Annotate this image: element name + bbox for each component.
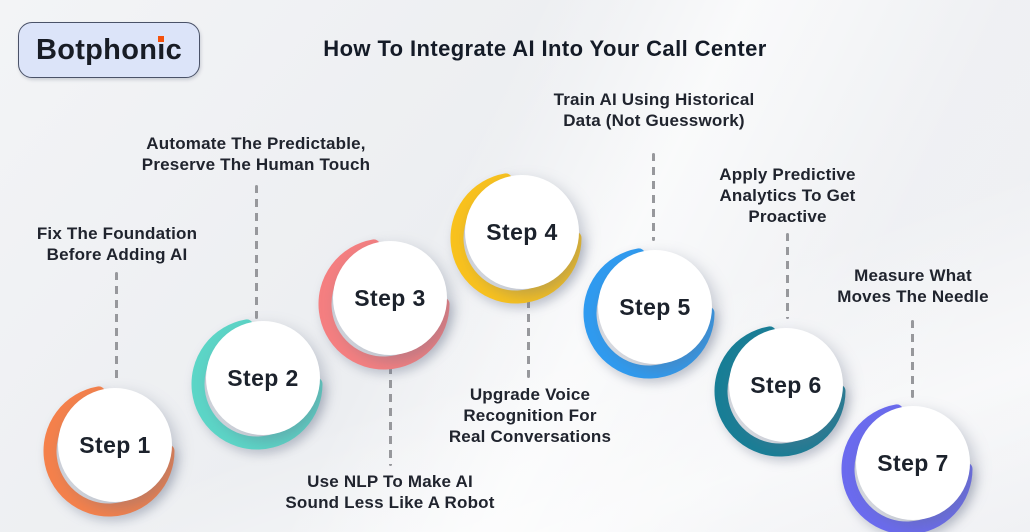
step-6-disc [729, 328, 843, 442]
step-5-label: Step 5 [619, 294, 690, 320]
step-6-connector-line [786, 233, 789, 319]
step-3-desc-line: Sound Less Like A Robot [285, 493, 495, 512]
logo-text-dotted-i: i [157, 33, 166, 66]
step-3-connector-line [389, 366, 392, 466]
step-6-circle: Step 6 [710, 315, 858, 463]
step-2-disc [206, 321, 320, 435]
step-4-description: Upgrade Voice Recognition For Real Conve… [428, 384, 632, 447]
step-1-desc-line: Fix The Foundation [36, 224, 198, 243]
step-2-connector-line [255, 185, 258, 319]
step-7-disc [856, 406, 970, 520]
step-6-desc-line: Analytics To Get [719, 186, 856, 205]
step-2-ring-arc [191, 319, 323, 450]
step-7-desc-line: Moves The Needle [837, 287, 989, 306]
step-1-circle: Step 1 [39, 375, 187, 523]
step-5-ring-arc [583, 248, 715, 379]
page-title: How To Integrate AI Into Your Call Cente… [323, 36, 767, 61]
step-6-desc-line: Apply Predictive [719, 165, 856, 184]
step-2-desc-line: Preserve The Human Touch [141, 155, 371, 174]
step-3-ring-arc [318, 239, 450, 370]
step-2-circle: Step 2 [187, 308, 335, 456]
step-3-desc-line: Use NLP To Make AI [307, 472, 473, 491]
step-4-label: Step 4 [486, 219, 557, 245]
step-1-disc [58, 388, 172, 502]
step-7-label: Step 7 [877, 450, 948, 476]
step-3-label: Step 3 [354, 285, 425, 311]
step-7-connector-line [911, 320, 914, 398]
step-1-label: Step 1 [79, 432, 150, 458]
step-2-label: Step 2 [227, 365, 298, 391]
step-7-circle: Step 7 [837, 393, 985, 532]
step-2-desc-line: Automate The Predictable, [146, 134, 366, 153]
step-4-desc-line: Real Conversations [448, 427, 612, 446]
step-6-desc-line: Proactive [748, 207, 827, 226]
step-6-description: Apply Predictive Analytics To Get Proact… [690, 164, 885, 227]
step-4-disc [465, 175, 579, 289]
step-6-ring-arc [714, 326, 846, 457]
logo-text-part: Botphon [35, 33, 158, 66]
step-4-connector-line [527, 300, 530, 378]
step-1-ring-arc [43, 386, 175, 517]
step-1-connector-line [115, 272, 118, 384]
step-2-description: Automate The Predictable, Preserve The H… [106, 133, 406, 175]
step-7-ring-arc [841, 404, 973, 532]
step-1-description: Fix The Foundation Before Adding AI [7, 223, 227, 265]
step-7-description: Measure What Moves The Needle [815, 265, 1011, 307]
step-5-connector-line [652, 153, 655, 241]
step-6-label: Step 6 [750, 372, 821, 398]
step-5-circle: Step 5 [579, 237, 727, 385]
step-7-desc-line: Measure What [854, 266, 972, 285]
logo-text-part: c [165, 33, 183, 66]
step-4-desc-line: Recognition For [463, 406, 597, 425]
step-3-circle: Step 3 [314, 228, 462, 376]
step-3-description: Use NLP To Make AI Sound Less Like A Rob… [270, 471, 510, 513]
step-3-disc [333, 241, 447, 355]
step-5-disc [598, 250, 712, 364]
step-4-ring-arc [450, 173, 582, 304]
step-5-desc-line: Train AI Using Historical [553, 90, 755, 109]
step-5-desc-line: Data (Not Guesswork) [563, 111, 745, 130]
step-4-desc-line: Upgrade Voice [469, 385, 591, 404]
step-5-description: Train AI Using Historical Data (Not Gues… [528, 89, 780, 131]
step-4-circle: Step 4 [446, 162, 594, 310]
step-1-desc-line: Before Adding AI [46, 245, 188, 264]
